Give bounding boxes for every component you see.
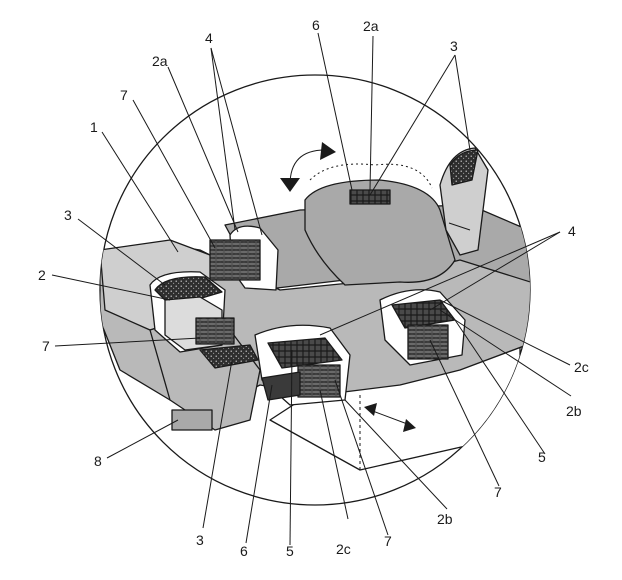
arm-foam-3: [154, 276, 223, 301]
sofa-assembly: [100, 147, 530, 471]
label-2a-left: 2a: [152, 53, 168, 69]
label-2b-bottom: 2b: [437, 511, 453, 527]
label-7-bottom: 7: [384, 533, 392, 549]
label-8: 8: [94, 453, 102, 469]
label-4-right: 4: [568, 223, 576, 239]
label-1: 1: [90, 119, 98, 135]
arm-wood-7: [195, 317, 235, 345]
label-3-top: 3: [450, 38, 458, 54]
left-wood-7: [209, 239, 261, 281]
label-2: 2: [38, 267, 46, 283]
label-6-bottom: 6: [240, 543, 248, 559]
foot-8: [171, 409, 213, 431]
center-wood-7: [297, 364, 341, 398]
label-5-right: 5: [538, 449, 546, 465]
label-6-top: 6: [312, 17, 320, 33]
center-slide-6: [261, 371, 301, 401]
label-2c-right: 2c: [574, 359, 589, 375]
label-3-bottom: 3: [196, 532, 204, 548]
label-7-left: 7: [42, 338, 50, 354]
slide-arrow-shaft: [369, 409, 411, 426]
rotate-arrow-head-right: [320, 142, 336, 160]
leader-lines: [51, 32, 572, 546]
label-2a-top: 2a: [363, 18, 379, 34]
slide-arrow-head-right: [403, 419, 416, 432]
headrest-mechanism-6: [349, 189, 391, 205]
headrest-center: [304, 179, 456, 286]
label-5-bottom: 5: [286, 543, 294, 559]
center-spring-4: [267, 337, 343, 369]
label-2b-right: 2b: [566, 403, 582, 419]
label-4-top: 4: [205, 30, 213, 46]
rotate-arrow-head-down: [280, 178, 300, 192]
headrest-right-foam-3: [449, 149, 479, 186]
right-wood-7: [407, 324, 449, 360]
arm-foam-bottom-3: [199, 344, 259, 369]
label-7-upper-left: 7: [120, 87, 128, 103]
slide-arrow-head-left: [364, 403, 377, 416]
label-3-left: 3: [64, 207, 72, 223]
callout-labels: 1 2 2a 2a 2b 2b 2c 2c 3 3 3 4 4 5 5 6 6 …: [38, 17, 589, 559]
label-2c-bottom: 2c: [336, 541, 351, 557]
label-7-right: 7: [494, 484, 502, 500]
